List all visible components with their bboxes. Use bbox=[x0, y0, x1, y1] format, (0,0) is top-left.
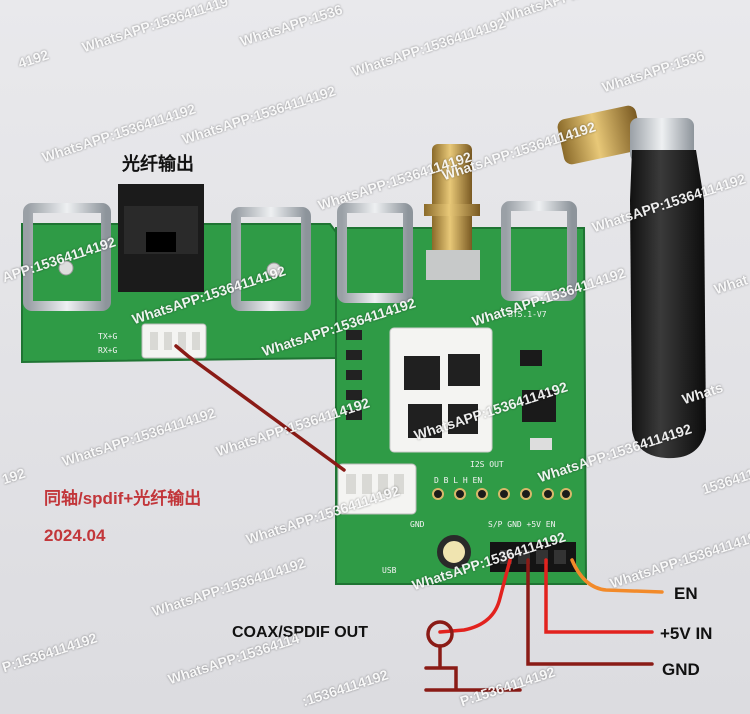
board-bracket-right bbox=[501, 201, 577, 301]
antenna-sma-elbow bbox=[557, 105, 643, 165]
en-wire-orange bbox=[570, 558, 664, 594]
coax-spdif-fiber-title: 同轴/spdif+光纤输出 bbox=[44, 489, 202, 508]
fiber-output-label: 光纤输出 bbox=[122, 154, 194, 174]
mounting-hole bbox=[437, 535, 471, 569]
smd-component bbox=[346, 330, 362, 340]
en-label: EN bbox=[674, 584, 698, 603]
bluetooth-board bbox=[335, 144, 588, 585]
plus5v-in-label: +5V IN bbox=[660, 624, 713, 643]
silk-tx: TX+G bbox=[98, 332, 118, 341]
silk-i2s-out: I2S OUT bbox=[470, 460, 504, 469]
optical-board bbox=[21, 184, 337, 364]
voltage-regulator bbox=[522, 390, 556, 422]
module-chip-3 bbox=[408, 404, 442, 438]
signal-wire bbox=[174, 344, 346, 472]
date-label: 2024.04 bbox=[44, 526, 106, 545]
silk-rx: RX+G bbox=[98, 346, 118, 355]
plus5v-wire-red bbox=[544, 558, 654, 634]
coax-spdif-out-label: COAX/SPDIF OUT bbox=[232, 624, 369, 641]
gnd-wire-darkred bbox=[526, 558, 654, 666]
silk-i2s-pins: D B L H EN bbox=[434, 476, 483, 485]
module-chip-2 bbox=[448, 354, 480, 386]
antenna-body bbox=[630, 150, 706, 459]
antenna bbox=[557, 105, 706, 459]
silk-model: BT5.1-V7 bbox=[508, 310, 547, 319]
i2s-pads bbox=[432, 488, 572, 500]
module-chip-1 bbox=[404, 356, 440, 390]
silk-gnd: GND bbox=[410, 520, 425, 529]
mount-bracket-left bbox=[23, 203, 111, 311]
silk-header-pins: S/P GND +5V EN bbox=[488, 520, 556, 529]
silk-usb: USB bbox=[382, 566, 397, 575]
gnd-label: GND bbox=[662, 660, 700, 679]
coax-wire-red bbox=[438, 558, 512, 634]
wiring bbox=[174, 344, 664, 692]
board-bracket-left bbox=[337, 203, 413, 303]
mount-bracket-right bbox=[231, 207, 311, 311]
